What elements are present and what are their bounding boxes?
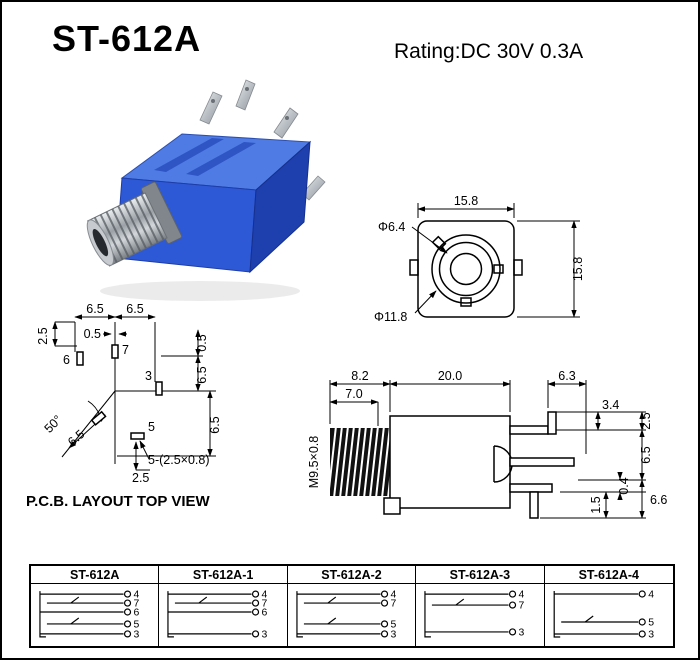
svg-text:4: 4 [262,590,268,601]
rating-text: Rating:DC 30V 0.3A [394,40,584,63]
variant-header-st612a-2: ST-612A-2 [287,566,417,584]
side-view-body [383,411,575,519]
variant-header-st612a: ST-612A [31,566,160,584]
svg-text:3: 3 [648,629,654,641]
dim-outer-dia: Φ11.8 [374,310,407,324]
variant-schematic-st612a-3: 4 7 3 [416,584,545,646]
svg-text:7: 7 [390,599,396,610]
front-view-drawing: 15.8 15.8 Φ6.4 Φ11.8 [374,194,585,324]
variant-table: ST-612A ST-612A-1 ST-612A-2 ST-612A-3 ST… [29,564,675,648]
product-photo [86,79,326,301]
svg-text:6: 6 [262,607,268,618]
pcb-pad6-label: 6 [63,353,70,367]
pcb-pad7-label: 7 [122,343,129,357]
pcb-dim-bottom: 2.5 [132,471,149,485]
variant-header-st612a-3: ST-612A-3 [416,566,545,584]
dim-200: 20.0 [438,369,462,383]
thread-spec-label: M9.5×0.8 [308,436,321,489]
page-title: ST-612A [52,18,202,59]
pcb-layout-drawing: 6.5 6.5 0.5 2.5 6 7 3 0.5 6.5 6.5 50° 6.… [26,302,222,510]
pcb-pad3-label: 3 [145,369,152,383]
front-view-dim-lines [411,203,580,318]
side-view-dim-lines [329,380,646,519]
pcb-dim-left: 2.5 [36,327,50,344]
svg-text:7: 7 [262,599,268,610]
pcb-pads [76,344,163,440]
svg-text:3: 3 [134,629,140,640]
svg-text:5: 5 [390,619,396,630]
svg-text:7: 7 [519,601,525,612]
svg-text:5: 5 [648,617,654,629]
dim-width: 15.8 [454,194,478,208]
pcb-dim-right-small: 0.5 [195,334,209,351]
svg-text:4: 4 [648,589,654,601]
variant-header-st612a-4: ST-612A-4 [544,566,673,584]
dim-65: 6.5 [639,446,653,463]
dim-66: 6.6 [650,493,667,507]
svg-text:7: 7 [134,599,140,610]
variant-schematic-st612a-2: 4 7 5 3 [288,584,417,646]
svg-text:4: 4 [390,590,396,601]
pcb-dim-top-left: 6.5 [86,302,103,316]
front-view-body [409,220,523,318]
svg-text:3: 3 [262,629,268,640]
pcb-angle-label: 50° [42,413,65,436]
jack-body [115,133,312,274]
variant-schematic-st612a: 4 7 6 5 3 [31,584,160,646]
pcb-caption: P.C.B. LAYOUT TOP VIEW [26,493,210,510]
dim-height: 15.8 [571,257,585,281]
side-view-drawing: M9.5×0.8 8.2 20.0 6.3 7.0 3.4 2.5 6.5 6.… [308,369,667,519]
dim-25: 2.5 [639,412,653,429]
threaded-barrel [86,181,183,267]
pcb-pad5-label: 5 [148,420,155,434]
svg-text:4: 4 [519,590,525,601]
photo-shadow [100,281,300,301]
variant-schematic-st612a-1: 4 7 6 3 [159,584,288,646]
pcb-dim-right-upper: 6.5 [195,366,209,383]
svg-text:3: 3 [519,627,525,638]
pcb-dim-lines [52,314,216,471]
pcb-slot-note: 5-(2.5×0.8) [148,453,210,467]
pcb-dim-offset-top: 0.5 [84,327,101,341]
pcb-dim-right-lower: 6.5 [208,416,222,433]
variant-header-st612a-1: ST-612A-1 [159,566,288,584]
svg-text:3: 3 [390,629,396,640]
dim-04: 0.4 [617,477,631,494]
dim-82: 8.2 [351,369,368,383]
pcb-dim-top-right: 6.5 [126,302,143,316]
dim-70: 7.0 [345,387,362,401]
dim-inner-dia: Φ6.4 [378,220,405,234]
variant-schematic-st612a-4: 4 5 3 [545,584,673,646]
svg-text:6: 6 [134,607,140,618]
svg-text:5: 5 [134,619,140,630]
svg-text:4: 4 [134,590,140,601]
dim-63: 6.3 [558,369,575,383]
solder-pins [199,79,326,201]
pcb-dim-diagonal: 6.5 [65,427,87,449]
dim-15: 1.5 [589,496,603,513]
dim-34: 3.4 [602,398,619,412]
